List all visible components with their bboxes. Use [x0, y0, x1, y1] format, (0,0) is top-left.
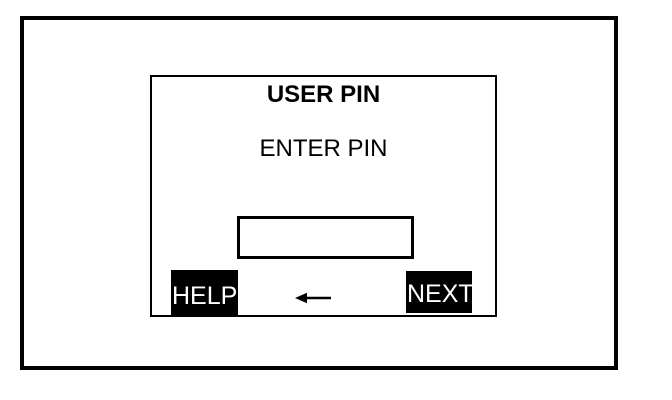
help-button[interactable]: HELP	[171, 270, 238, 315]
pin-entry-screen: USER PIN ENTER PIN HELP NEXT	[150, 75, 497, 317]
pin-prompt-text: ENTER PIN	[259, 135, 388, 162]
next-button[interactable]: NEXT	[406, 271, 474, 313]
device-frame: USER PIN ENTER PIN HELP NEXT	[20, 16, 618, 370]
screen-title: USER PIN	[266, 81, 381, 108]
pin-input-field[interactable]	[237, 216, 414, 259]
back-arrow-icon[interactable]	[295, 291, 333, 305]
